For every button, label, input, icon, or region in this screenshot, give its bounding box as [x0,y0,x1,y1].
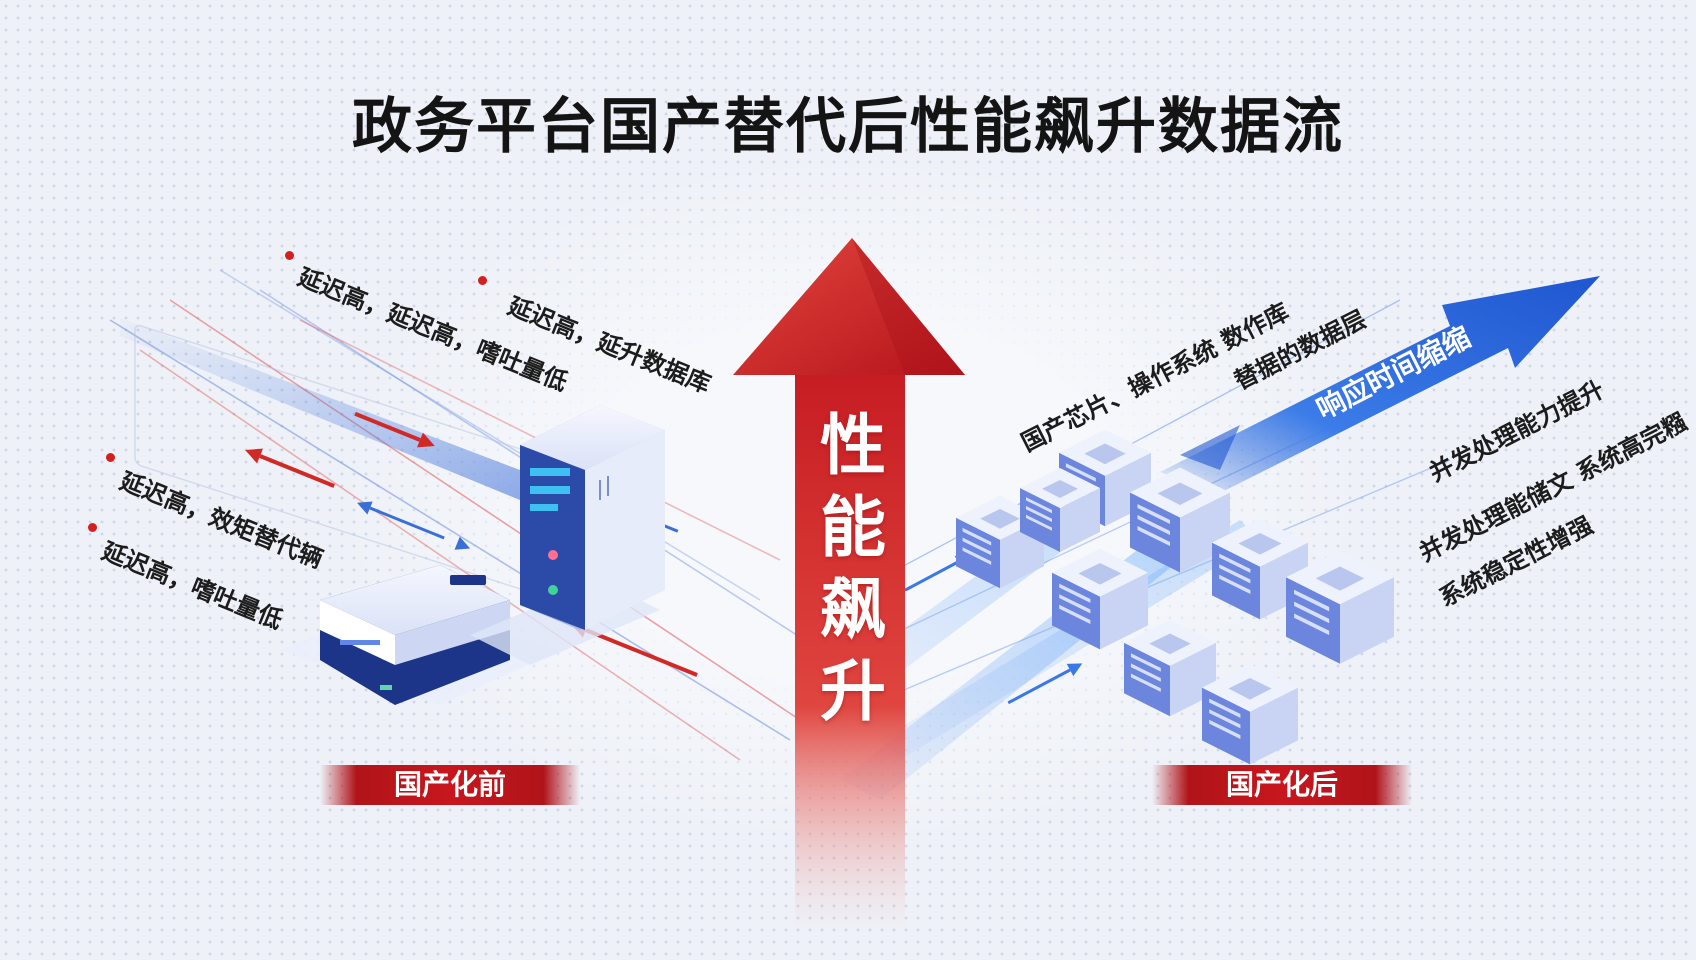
response-time-arrow [1160,276,1600,494]
server-tower-icon [470,405,665,665]
arrow-char: 能 [820,489,886,566]
arrow-vertical-text: 性 能 飙 升 [808,405,898,733]
cube-cluster [956,429,1394,765]
badge-after: 国产化后 [1152,765,1412,805]
bullet-dot-icon [285,251,294,260]
server-box-icon [280,565,560,705]
cube-server-icon [1020,468,1100,552]
arrow-char: 升 [820,653,886,730]
bullet-dot-icon [478,276,487,285]
performance-arrow [733,238,965,930]
badge-before: 国产化前 [320,765,580,805]
left-beam [120,318,520,500]
cube-server-icon [1212,518,1308,620]
cube-server-icon [1286,550,1394,664]
cube-server-icon [1130,467,1230,573]
cube-server-icon [1124,619,1216,717]
bullet-dot-icon [106,453,115,462]
arrow-char: 性 [820,407,886,484]
cube-server-icon [1052,548,1148,650]
bullet-dot-icon [88,523,97,532]
cube-server-icon [1202,663,1298,765]
arrow-char: 飙 [820,571,886,648]
page-title: 政务平台国产替代后性能飙升数据流 [352,92,1344,162]
